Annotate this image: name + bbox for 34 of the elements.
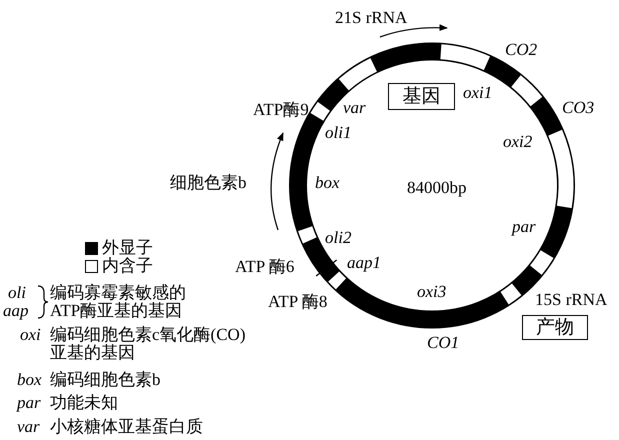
gene-label-box: 基因: [388, 83, 455, 110]
product-label: ATP酶9: [253, 101, 309, 119]
key-description: 编码细胞色素c氧化酶(CO)亚基的基因: [50, 326, 246, 362]
product-label-box: 产物: [522, 315, 588, 340]
gene-label: oli2: [325, 229, 352, 247]
key-abbreviation: box: [17, 371, 42, 389]
genome-size-label: 84000bp: [407, 179, 466, 197]
gene-label: CO2: [505, 41, 538, 59]
gene-label: par: [512, 218, 536, 236]
gene-label: var: [343, 99, 366, 117]
gene-label: aap1: [347, 254, 381, 272]
key-description: 功能未知: [50, 394, 118, 412]
gene-label: oxi3: [417, 283, 446, 301]
key-description: 编码寡霉素敏感的ATP酶亚基的基因: [50, 284, 187, 320]
key-abbreviation: par: [17, 394, 41, 412]
legend-label: 内含子: [102, 257, 153, 275]
product-label: ATP 酶6: [235, 258, 294, 276]
key-abbreviation: aap: [3, 302, 28, 320]
rna-label: 15S rRNA: [535, 291, 608, 309]
legend-label: 外显子: [102, 239, 153, 257]
gene-label: CO3: [562, 99, 594, 117]
product-label: 细胞色素b: [170, 174, 246, 192]
key-abbreviation: oxi: [20, 326, 41, 344]
gene-label: oxi2: [503, 133, 532, 151]
gene-label: oli1: [325, 124, 352, 142]
rna-label: 21S rRNA: [335, 9, 408, 27]
key-description: 小核糖体亚基蛋白质: [50, 418, 203, 436]
key-abbreviation: oli: [8, 284, 26, 302]
gene-label: CO1: [427, 334, 460, 352]
key-abbreviation: var: [17, 418, 40, 436]
product-label: ATP 酶8: [268, 293, 328, 311]
gene-label: oxi1: [463, 84, 492, 102]
gene-label: box: [315, 174, 340, 192]
key-description: 编码细胞色素b: [50, 371, 160, 389]
